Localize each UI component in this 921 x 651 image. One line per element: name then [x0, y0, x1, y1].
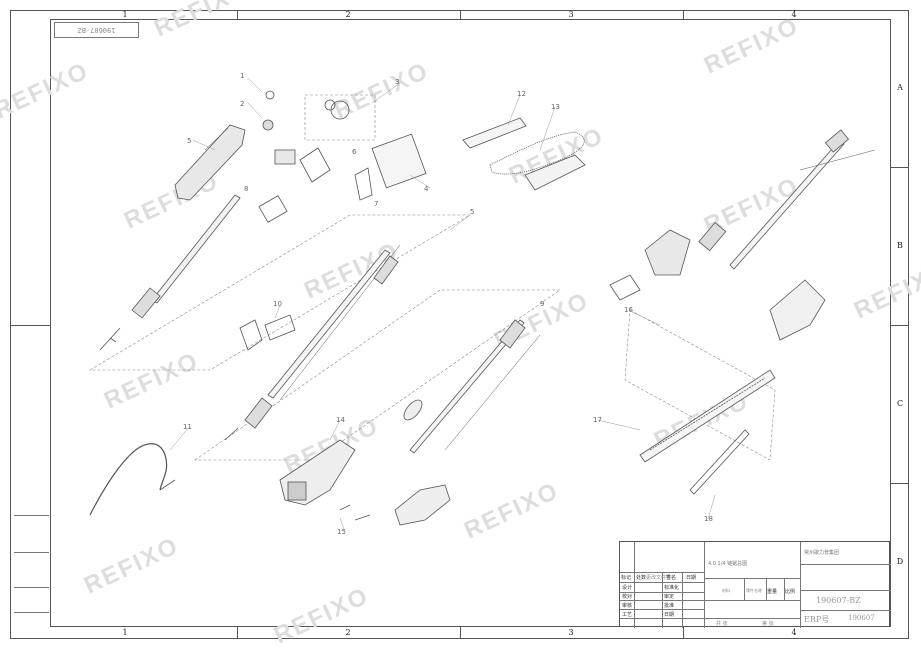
row-label-c: C — [896, 399, 904, 408]
assembly-outline — [88, 94, 776, 461]
company-name: 常州歌力普集团 — [804, 550, 840, 556]
callout-8: 8 — [244, 185, 249, 193]
hedge-trimmer-assembly — [609, 129, 876, 495]
callout-16: 16 — [624, 306, 633, 314]
callout-5: 5 — [470, 208, 475, 216]
role-audit: 审核 — [622, 603, 633, 609]
row-label-d: D — [896, 557, 904, 566]
role-design: 设计 — [622, 585, 633, 591]
row-divider — [10, 325, 50, 326]
rev-header-date: 日期 — [686, 575, 697, 581]
callout-17: 17 — [593, 416, 602, 424]
column-label-2: 2 — [345, 10, 351, 19]
callout-11: 11 — [183, 423, 192, 431]
rev-header-mark: 标记 — [621, 575, 632, 581]
callout-1: 1 — [240, 72, 245, 80]
column-label-4: 4 — [791, 10, 797, 19]
pole-assembly-middle — [224, 244, 401, 441]
role-standardization: 标准化 — [664, 585, 680, 591]
part-label: 零件名称 — [746, 588, 762, 593]
column-label-2-bottom: 2 — [345, 628, 351, 637]
scale-label: 比例 — [785, 589, 796, 595]
erp-code: 190607 — [848, 614, 875, 622]
drawing-number: 190607-BZ — [816, 596, 861, 605]
row-divider — [891, 325, 909, 326]
title-block: 标记 处数 更改文件号 签名 日期 设计 标准化 校对 审定 审核 批准 工艺 … — [619, 541, 891, 628]
role-check: 校对 — [622, 594, 633, 600]
column-label-1: 1 — [122, 10, 128, 19]
pole-assembly-left — [99, 90, 427, 351]
inner-frame — [50, 19, 891, 627]
column-divider — [237, 10, 238, 19]
column-divider — [237, 627, 238, 639]
sheet-page: 第 张 — [762, 621, 774, 627]
outer-frame — [10, 10, 909, 639]
rev-header-sign: 签名 — [666, 575, 677, 581]
column-divider — [683, 627, 684, 639]
callout-19: 5 — [187, 137, 192, 145]
callout-4: 4 — [424, 185, 429, 193]
guide-bar-and-chain — [462, 117, 586, 191]
callout-18: 18 — [704, 515, 713, 523]
power-cord — [89, 443, 176, 516]
rev-header-count: 处数 — [636, 575, 647, 581]
side-box — [14, 552, 49, 574]
column-label-1-bottom: 1 — [122, 628, 128, 637]
callout-9: 9 — [540, 300, 545, 308]
callout-3: 3 — [395, 78, 400, 86]
column-label-4-bottom: 4 — [791, 628, 797, 637]
side-box — [14, 515, 49, 537]
column-divider — [460, 10, 461, 19]
callout-7: 7 — [374, 200, 379, 208]
callout-12: 12 — [517, 90, 526, 98]
callout-10: 10 — [273, 300, 282, 308]
material-label: 材料 — [722, 588, 730, 593]
pole-assembly-right — [403, 319, 541, 454]
role-process: 工艺 — [622, 612, 633, 618]
callout-2: 2 — [240, 100, 245, 108]
leader-lines — [169, 77, 716, 533]
callout-6: 6 — [352, 148, 357, 156]
column-label-3-bottom: 3 — [568, 628, 574, 637]
row-divider — [891, 167, 909, 168]
callout-14: 14 — [336, 416, 345, 424]
column-label-3: 3 — [568, 10, 574, 19]
row-label-a: A — [897, 83, 903, 92]
row-label-b: B — [897, 241, 903, 250]
sheet-count: 共 张 — [716, 621, 728, 627]
callout-15: 15 — [337, 528, 346, 536]
rev-header-doc: 更改文件号 — [646, 575, 672, 581]
product-title: 4.0 1/4 链锯总图 — [708, 561, 748, 567]
role-review: 审定 — [664, 594, 675, 600]
callout-13: 13 — [551, 103, 560, 111]
weight-label: 重量 — [767, 589, 778, 595]
column-divider — [460, 627, 461, 639]
rear-handle — [279, 439, 451, 526]
role-approve: 批准 — [664, 603, 675, 609]
side-box — [14, 587, 49, 613]
row-divider — [891, 483, 909, 484]
role-date: 日期 — [664, 612, 675, 618]
column-divider — [683, 10, 684, 19]
erp-label: ERP号 — [804, 615, 830, 624]
